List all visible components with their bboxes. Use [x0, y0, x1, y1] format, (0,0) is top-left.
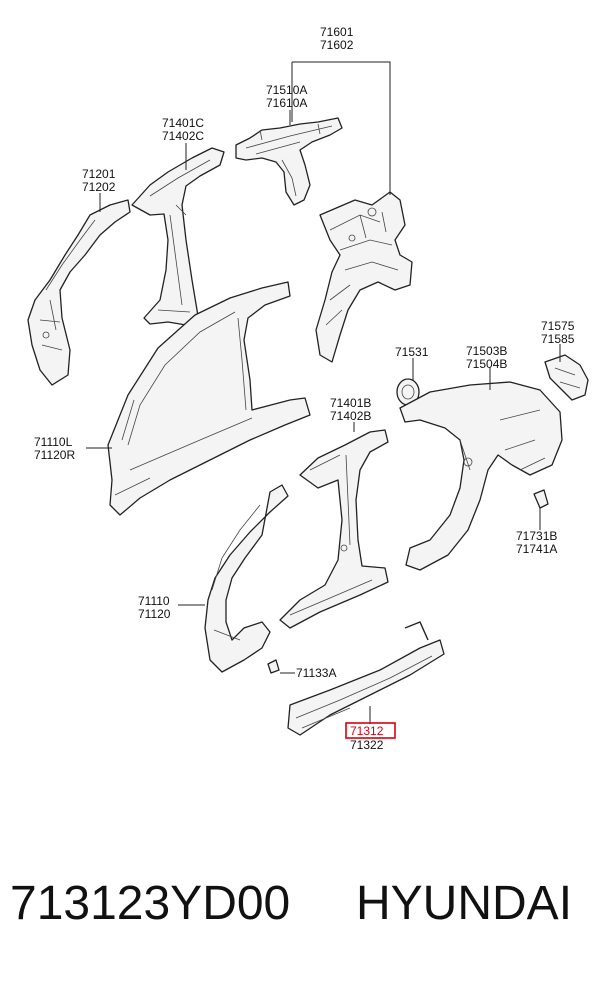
- part-number-text: 713123YD00: [10, 877, 291, 930]
- label-71401B: 71401B: [330, 396, 371, 410]
- label-71312: 71312: [350, 724, 384, 738]
- part-71510A-rear-pillar-upper: [235, 117, 343, 206]
- label-71322: 71322: [350, 738, 384, 752]
- label-71531: 71531: [395, 345, 429, 359]
- label-71510A: 71510A: [266, 83, 307, 97]
- label-71741A: 71741A: [516, 542, 557, 556]
- label-71201: 71201: [82, 167, 116, 181]
- label-71402B: 71402B: [330, 409, 371, 423]
- label-71133A: 71133A: [296, 666, 336, 680]
- part-71731B-clip: [533, 489, 549, 509]
- label-71120: 71120: [138, 607, 171, 621]
- exploded-parts-diagram: 71601 71602 71510A 71610A 71401C 71402C …: [27, 25, 589, 752]
- label-71504B: 71504B: [466, 357, 507, 371]
- label-71610A: 71610A: [266, 96, 307, 110]
- part-71312-side-sill: [287, 621, 445, 736]
- part-71110L-side-outer: [107, 281, 311, 516]
- label-71731B: 71731B: [516, 529, 557, 543]
- label-71110: 71110: [138, 594, 170, 608]
- label-71202: 71202: [82, 180, 116, 194]
- part-71201-front-pillar: [27, 199, 131, 386]
- leader-lines: [86, 61, 561, 724]
- part-labels: 71601 71602 71510A 71610A 71401C 71402C …: [34, 25, 575, 752]
- part-71401B-pillar-inner: [279, 429, 389, 629]
- label-71602: 71602: [320, 38, 354, 52]
- highlight-box: [345, 722, 396, 739]
- label-71575: 71575: [541, 319, 575, 333]
- label-71601: 71601: [320, 25, 354, 39]
- brand-text: HYUNDAI: [356, 877, 573, 930]
- part-71503B-quarter-panel: [399, 381, 563, 571]
- label-71401C: 71401C: [162, 116, 204, 130]
- label-71585: 71585: [541, 332, 575, 346]
- part-71601-wheelhouse: [315, 191, 413, 363]
- part-71401C-center-pillar: [131, 147, 225, 326]
- label-71402C: 71402C: [162, 129, 204, 143]
- label-71110L: 71110L: [34, 435, 73, 449]
- label-71120R: 71120R: [34, 448, 75, 462]
- part-71133A-bracket: [267, 659, 280, 674]
- product-caption: 713123YD00 HYUNDAI: [0, 870, 600, 950]
- part-71575-bracket: [544, 354, 589, 401]
- part-71110-pillar-inner: [204, 484, 289, 673]
- label-71503B: 71503B: [466, 344, 507, 358]
